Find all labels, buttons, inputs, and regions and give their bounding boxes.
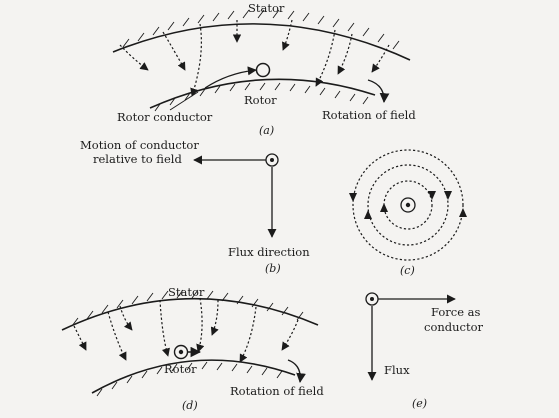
- flux-line: [73, 325, 87, 351]
- flux-line: [162, 31, 186, 71]
- rotor-label-a: Rotor: [244, 93, 277, 107]
- flux-direction-label: Flux direction: [228, 245, 310, 259]
- rotor-conductor-a: [255, 62, 271, 78]
- panel-d: Stator Rotor Rotation of field (d): [61, 285, 324, 412]
- motion-label-line2: relative to field: [93, 152, 182, 166]
- rotor-hatch-d: [96, 361, 283, 397]
- rotation-label-d: Rotation of field: [230, 384, 324, 398]
- panel-a: Stator Rotor Rotor conductor Rotation of…: [112, 1, 416, 137]
- rotor-arc-d: [91, 359, 296, 394]
- rotor-hatch-a: [154, 82, 369, 112]
- rotor-label-d: Rotor: [164, 362, 197, 376]
- force-label-line2: conductor: [424, 320, 484, 334]
- flux-line: [210, 299, 219, 336]
- rotation-label-a: Rotation of field: [322, 108, 416, 122]
- stator-label-d: Stator: [168, 285, 205, 299]
- flux-line: [119, 44, 149, 71]
- flux-line: [196, 297, 205, 353]
- flux-label-e: Flux: [384, 363, 410, 377]
- force-label-line1: Force as: [431, 305, 481, 319]
- conductor-dot-e: [370, 297, 374, 301]
- conductor-dot-b: [270, 158, 274, 162]
- stator-arc-a: [112, 23, 411, 61]
- stator-arc-d: [61, 297, 319, 331]
- flux-line: [371, 44, 390, 73]
- panel-b: Motion of conductor relative to field Fl…: [80, 138, 310, 275]
- panel-c: (c): [349, 149, 467, 277]
- flux-line: [239, 306, 257, 363]
- rotor-conductor-label: Rotor conductor: [117, 110, 213, 124]
- flux-line: [281, 319, 299, 351]
- caption-e: (e): [412, 397, 427, 410]
- rotor-conductor-leader: [169, 91, 199, 111]
- stator-hatch-d: [71, 289, 304, 327]
- rotor-arc-a: [149, 78, 376, 109]
- stator-hatch-a: [122, 9, 400, 50]
- field-ring-outer: [352, 149, 464, 261]
- conductor-dot-d: [178, 349, 184, 355]
- field-arrow-left-outer: [349, 193, 357, 202]
- caption-c: (c): [400, 264, 415, 277]
- caption-b: (b): [265, 262, 281, 275]
- flux-line: [282, 19, 293, 51]
- field-arrow-right-inner: [428, 191, 436, 200]
- flux-line: [337, 33, 353, 75]
- conductor-motion-arrow-a: [204, 66, 257, 89]
- stator-label-a: Stator: [248, 1, 285, 15]
- field-arrow-left-inner: [380, 203, 388, 212]
- motion-label-line1: Motion of conductor: [80, 138, 199, 152]
- flux-line: [159, 299, 170, 357]
- field-arrow-right-middle: [444, 191, 452, 200]
- flux-lines-a: [119, 19, 390, 97]
- caption-d: (d): [182, 399, 198, 412]
- caption-a: (a): [259, 124, 274, 137]
- conductor-dot-c: [405, 202, 411, 208]
- flux-line: [107, 311, 127, 361]
- field-ring-middle: [367, 164, 449, 246]
- flux-line: [190, 23, 202, 97]
- flux-line: [315, 29, 336, 87]
- rotation-arrow-d: [287, 359, 306, 383]
- rotation-arrow-a: [367, 79, 390, 103]
- field-arrow-right-outer: [459, 208, 467, 217]
- panel-e: Force as conductor Flux (e): [365, 292, 484, 410]
- flux-line: [119, 305, 133, 331]
- field-arrow-left-middle: [364, 210, 372, 219]
